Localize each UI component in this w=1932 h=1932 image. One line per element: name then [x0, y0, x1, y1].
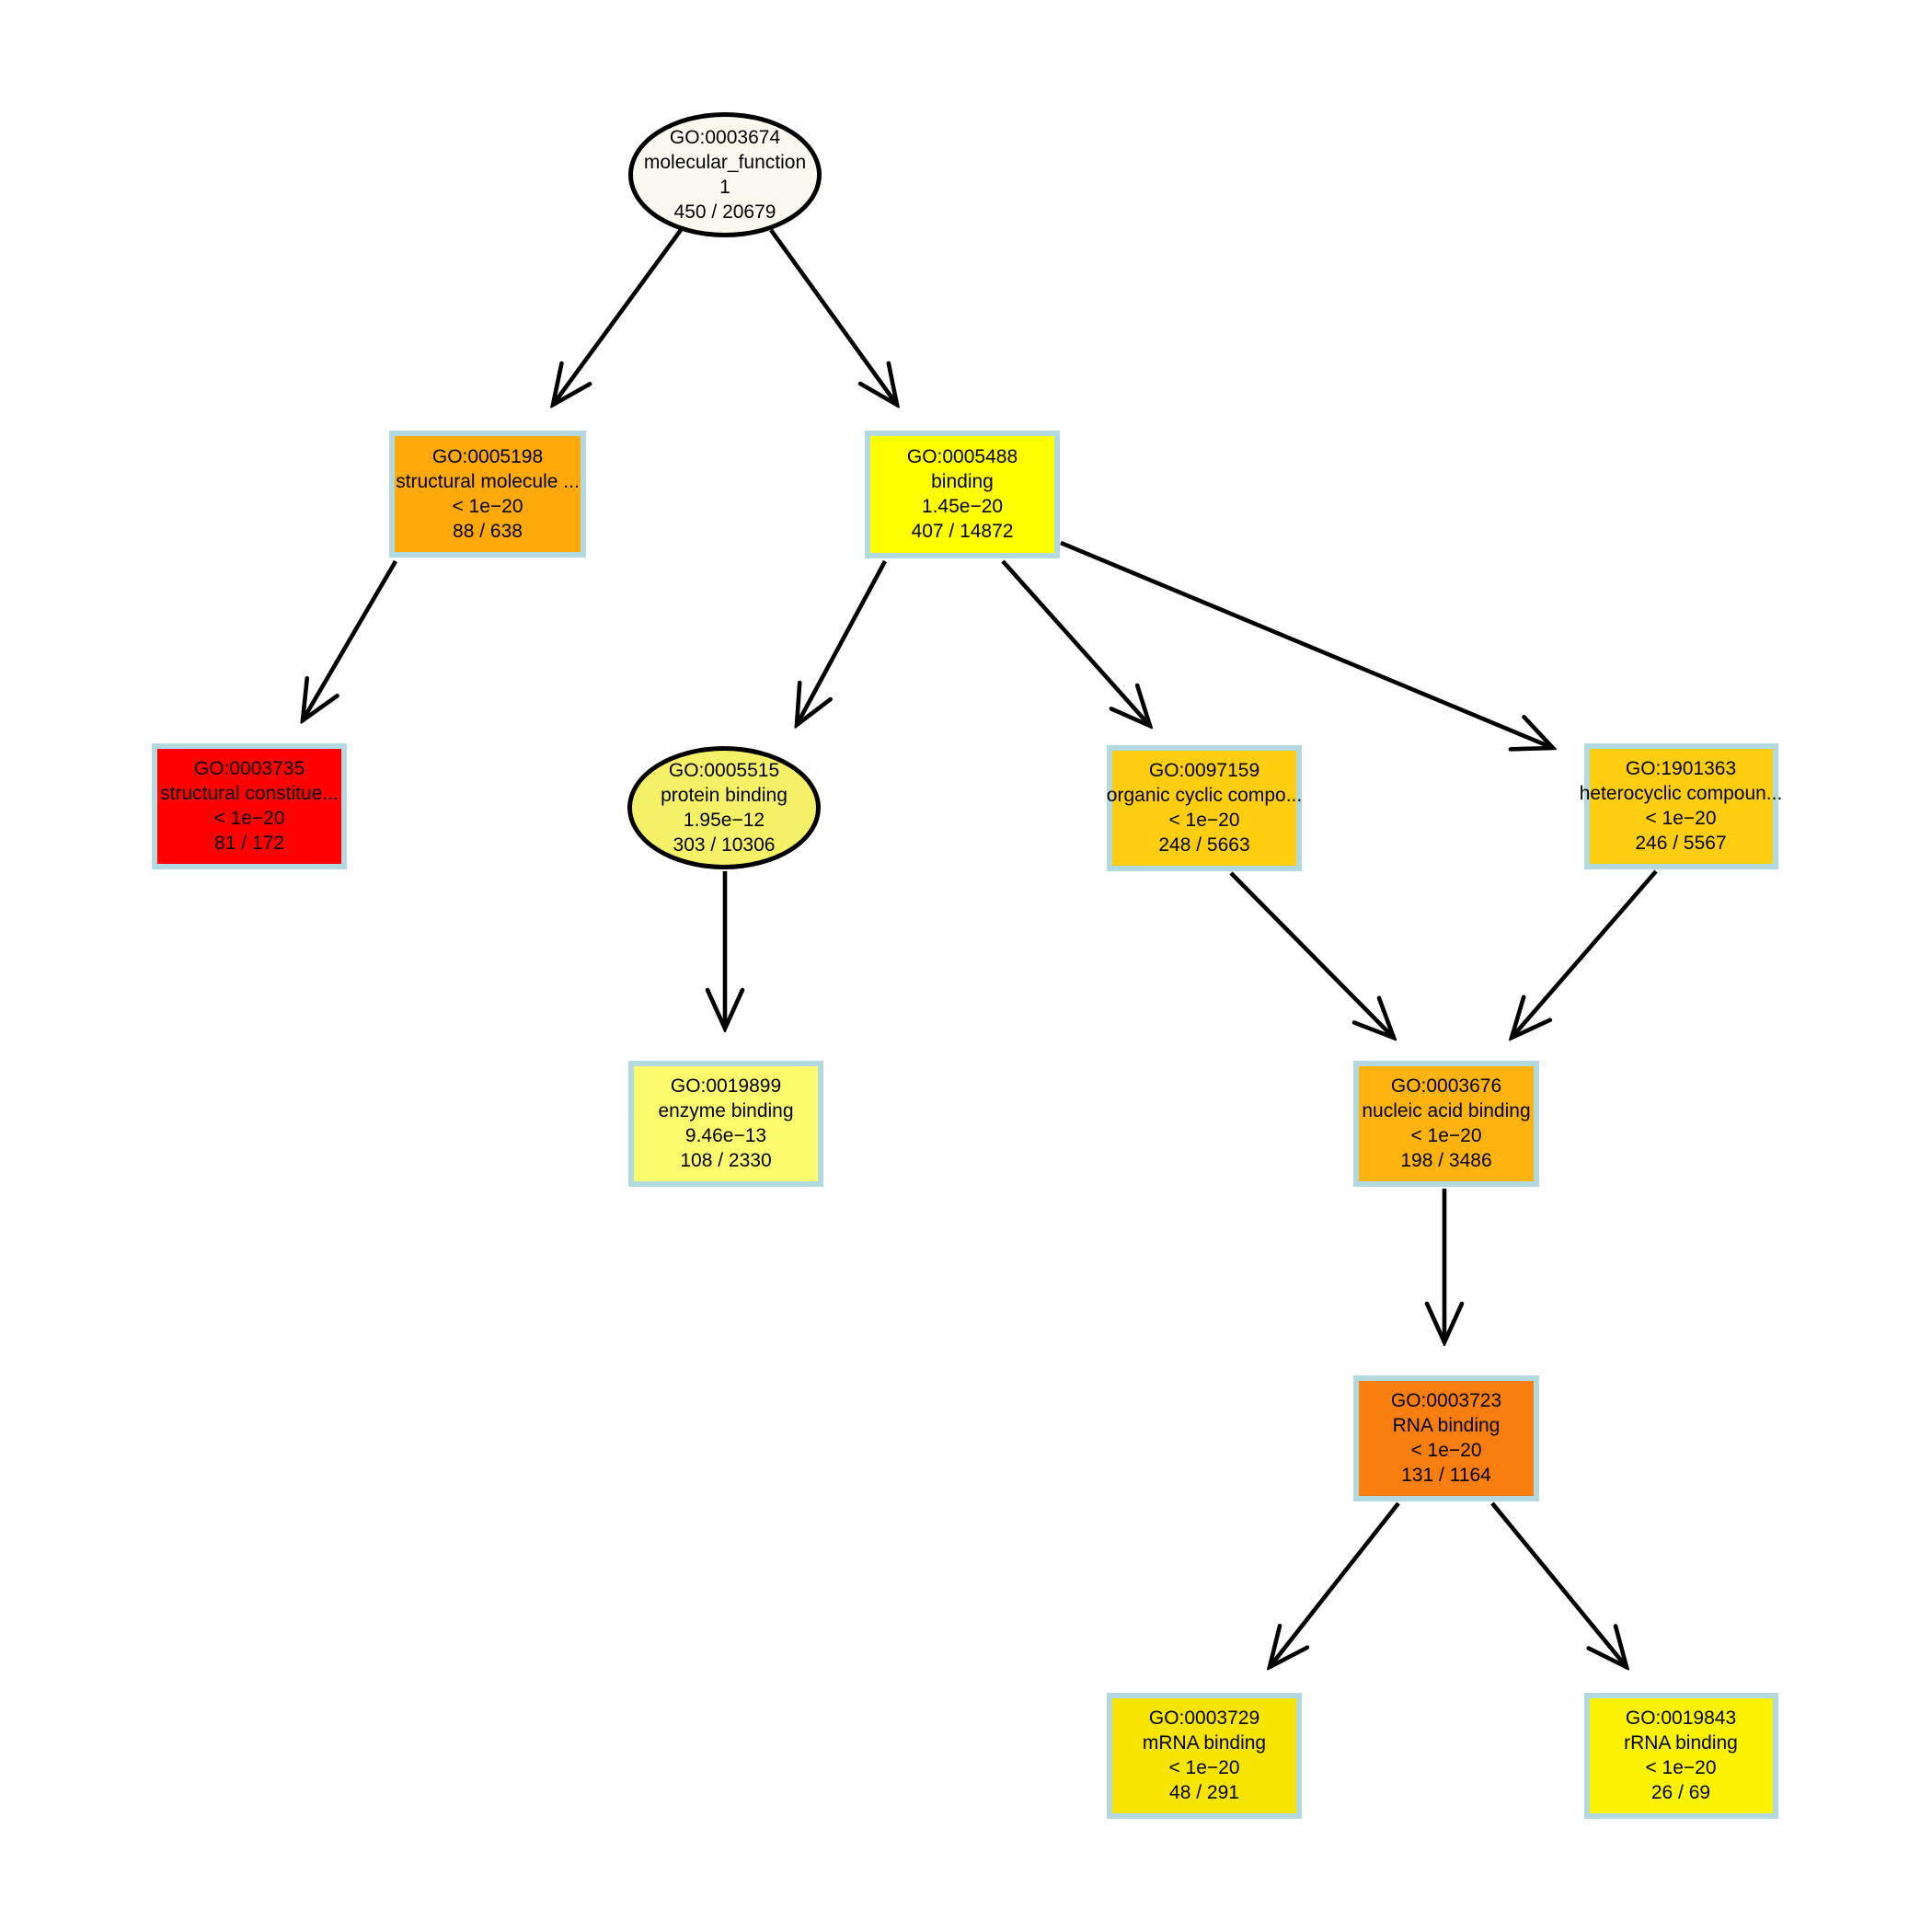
node-go-id: GO:0005515: [668, 760, 780, 781]
node-term: RNA binding: [1392, 1415, 1501, 1436]
node-go-id: GO:0003735: [193, 758, 305, 779]
edge-go-0005198-to-go-0003735: [303, 559, 397, 720]
node-term: heterocyclic compoun...: [1579, 783, 1783, 804]
edge-group: [303, 228, 1658, 1667]
node-term: molecular_function: [643, 152, 807, 173]
node-gene-ratio: 198 / 3486: [1400, 1150, 1492, 1171]
node-go-0005488: GO:0005488 binding 1.45e−20 407 / 14872: [865, 430, 1060, 558]
node-go-id: GO:1901363: [1625, 758, 1737, 779]
node-go-0019843: GO:0019843 rRNA binding < 1e−20 26 / 69: [1583, 1692, 1778, 1819]
node-go-id: GO:0097159: [1148, 760, 1260, 781]
edge-go-0003723-to-go-0003729: [1270, 1501, 1400, 1667]
node-go-id: GO:0005198: [431, 446, 544, 467]
node-go-id: GO:0019899: [670, 1075, 782, 1097]
node-go-id: GO:0003723: [1390, 1390, 1502, 1411]
node-pvalue: < 1e−20: [1645, 1757, 1717, 1778]
node-go-id: GO:0019843: [1625, 1708, 1737, 1729]
edge-go-0003674-to-go-0005488: [769, 228, 897, 405]
node-gene-ratio: 248 / 5663: [1158, 834, 1250, 856]
node-go-0005515: GO:0005515 protein binding 1.95e−12 303 …: [627, 746, 821, 869]
node-gene-ratio: 26 / 69: [1650, 1782, 1711, 1803]
node-gene-ratio: 246 / 5567: [1635, 833, 1727, 854]
node-term: rRNA binding: [1624, 1732, 1738, 1754]
node-term: protein binding: [661, 785, 788, 806]
edge-go-0005488-to-go-1901363: [1060, 540, 1553, 748]
node-pvalue: 1: [719, 177, 730, 198]
node-pvalue: < 1e−20: [213, 808, 285, 829]
node-pvalue: 1.45e−20: [921, 496, 1004, 517]
edge-go-0003723-to-go-0019843: [1490, 1501, 1627, 1667]
node-term: organic cyclic compo...: [1106, 785, 1303, 806]
node-term: nucleic acid binding: [1362, 1100, 1531, 1121]
node-term: binding: [931, 471, 994, 492]
node-go-0097159: GO:0097159 organic cyclic compo... < 1e−…: [1106, 744, 1303, 871]
node-gene-ratio: 108 / 2330: [680, 1150, 772, 1171]
node-go-0003676: GO:0003676 nucleic acid binding < 1e−20 …: [1353, 1060, 1539, 1187]
node-gene-ratio: 303 / 10306: [673, 834, 776, 856]
node-go-0019899: GO:0019899 enzyme binding 9.46e−13 108 /…: [628, 1060, 823, 1187]
node-go-id: GO:0005488: [906, 446, 1018, 467]
node-pvalue: < 1e−20: [1645, 808, 1717, 829]
node-pvalue: < 1e−20: [1168, 1757, 1240, 1778]
node-pvalue: < 1e−20: [1410, 1125, 1482, 1146]
node-go-0003674: GO:0003674 molecular_function 1 450 / 20…: [628, 112, 822, 237]
node-gene-ratio: 407 / 14872: [911, 521, 1014, 542]
edge-go-1901363-to-go-0003676: [1512, 869, 1658, 1038]
node-go-0005198: GO:0005198 structural molecule ... < 1e−…: [389, 431, 586, 558]
node-go-id: GO:0003676: [1390, 1075, 1502, 1097]
node-go-0003723: GO:0003723 RNA binding < 1e−20 131 / 116…: [1353, 1374, 1539, 1501]
node-gene-ratio: 48 / 291: [1169, 1782, 1239, 1803]
node-gene-ratio: 88 / 638: [453, 521, 523, 542]
node-gene-ratio: 81 / 172: [214, 833, 284, 854]
node-go-0003735: GO:0003735 structural constitue... < 1e−…: [152, 742, 347, 869]
node-pvalue: < 1e−20: [1410, 1440, 1482, 1461]
node-term: mRNA binding: [1142, 1732, 1267, 1754]
node-go-1901363: GO:1901363 heterocyclic compoun... < 1e−…: [1580, 742, 1782, 869]
node-pvalue: 9.46e−13: [684, 1125, 767, 1146]
node-term: enzyme binding: [658, 1100, 794, 1121]
node-pvalue: < 1e−20: [1168, 810, 1240, 831]
node-go-0003729: GO:0003729 mRNA binding < 1e−20 48 / 291: [1107, 1692, 1302, 1819]
node-pvalue: 1.95e−12: [683, 810, 765, 831]
node-gene-ratio: 450 / 20679: [673, 201, 776, 223]
node-go-id: GO:0003674: [669, 127, 781, 148]
node-gene-ratio: 131 / 1164: [1401, 1465, 1491, 1486]
edge-go-0005488-to-go-0005515: [797, 559, 888, 725]
node-go-id: GO:0003729: [1148, 1708, 1260, 1729]
node-pvalue: < 1e−20: [452, 496, 523, 517]
edge-go-0003674-to-go-0005198: [553, 228, 683, 405]
node-term: structural constitue...: [160, 783, 339, 804]
node-term: structural molecule ...: [396, 471, 580, 492]
edge-go-0005488-to-go-0097159: [1001, 559, 1150, 726]
edge-go-0097159-to-go-0003676: [1229, 871, 1394, 1038]
